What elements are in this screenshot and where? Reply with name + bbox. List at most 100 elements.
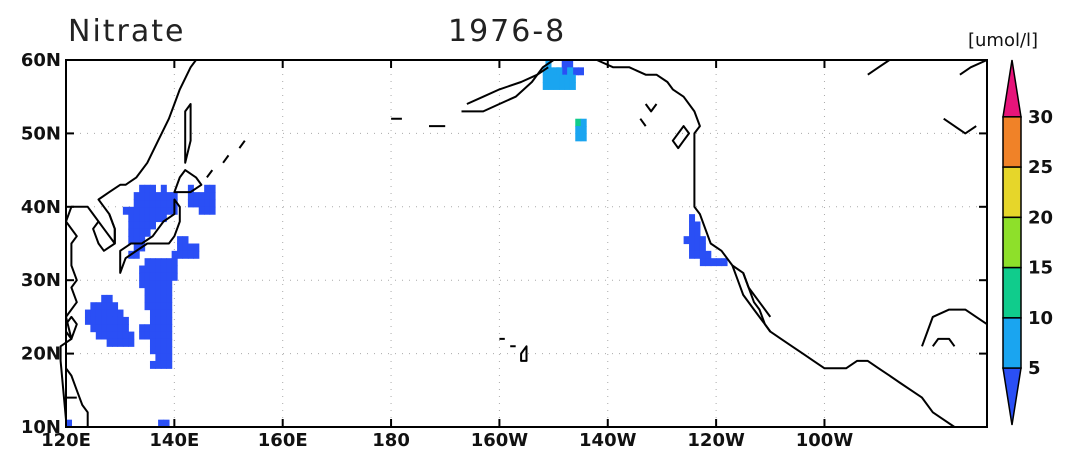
data-cell: [149, 331, 156, 340]
data-cell: [144, 258, 151, 267]
data-cell: [699, 258, 706, 267]
data-cell: [144, 280, 151, 289]
data-cell: [166, 265, 173, 274]
data-cell: [144, 206, 151, 215]
data-cell: [155, 353, 162, 362]
data-cell: [689, 243, 696, 252]
data-cell: [128, 236, 135, 245]
coastline-aleutians: [391, 59, 555, 128]
data-cell: [149, 214, 156, 223]
colorbar-tick-label: 5: [1028, 358, 1041, 379]
data-cell: [160, 184, 167, 193]
data-cell: [716, 258, 723, 267]
data-cell: [95, 324, 102, 333]
lon-tick-label: 180: [372, 430, 410, 451]
data-cell: [204, 192, 211, 201]
lon-tick-label: 140E: [149, 430, 199, 451]
data-cell: [133, 243, 140, 252]
data-cell: [694, 250, 701, 259]
data-cell: [160, 324, 167, 333]
data-cell: [160, 346, 167, 355]
colorbar-tick-label: 25: [1028, 157, 1053, 178]
data-cell: [160, 353, 167, 362]
coastline-hokkaido: [173, 169, 203, 194]
data-cell: [699, 236, 706, 245]
data-cell: [106, 316, 113, 325]
coastline-alaska-peninsula: [466, 66, 549, 105]
data-cell: [90, 309, 97, 318]
data-cell: [209, 184, 216, 193]
data-cell: [133, 199, 140, 208]
data-cell: [166, 272, 173, 281]
data-cell: [166, 331, 173, 340]
data-cell: [160, 265, 167, 274]
data-cell: [149, 221, 156, 230]
map-title-date: 1976-8: [448, 14, 567, 49]
data-cell: [106, 309, 113, 318]
data-cell: [160, 331, 167, 340]
data-cell: [160, 199, 167, 208]
data-cell: [144, 324, 151, 333]
data-cell: [149, 338, 156, 347]
data-cell: [171, 265, 178, 274]
data-cell: [117, 324, 124, 333]
data-cell: [559, 74, 566, 83]
data-cell: [699, 243, 706, 252]
data-cell: [166, 346, 173, 355]
data-cell: [155, 309, 162, 318]
data-cell: [542, 82, 549, 90]
data-cell: [166, 206, 173, 215]
data-cell: [155, 338, 162, 347]
data-cell: [139, 192, 146, 201]
data-cell: [144, 184, 151, 193]
data-cell: [575, 126, 582, 134]
data-cell: [149, 184, 156, 193]
data-cell: [106, 331, 113, 340]
coastline-philippines: [65, 367, 89, 427]
data-cell: [567, 67, 574, 76]
data-cell: [95, 302, 102, 311]
data-cell: [705, 258, 712, 267]
data-cell: [155, 287, 162, 296]
data-cell: [149, 309, 156, 318]
data-cell: [160, 309, 167, 318]
data-cell: [101, 324, 108, 333]
data-cell: [149, 199, 156, 208]
data-cell: [160, 206, 167, 215]
data-cell: [705, 250, 712, 259]
data-cell: [149, 272, 156, 281]
data-cell: [158, 419, 165, 428]
data-cell: [689, 236, 696, 245]
coastline-north-america: [596, 59, 956, 428]
data-cell: [144, 192, 151, 201]
data-cell: [149, 265, 156, 274]
data-cell: [542, 67, 549, 76]
data-cell: [66, 419, 73, 428]
data-cell: [117, 331, 124, 340]
data-cell: [569, 82, 576, 90]
data-cell: [128, 228, 135, 237]
data-cell: [166, 287, 173, 296]
lon-tick-label: 120W: [687, 430, 745, 451]
data-cell: [160, 214, 167, 223]
data-cell: [577, 67, 584, 76]
lat-tick-label: 20N: [21, 344, 61, 365]
map-frame: [65, 59, 988, 428]
data-cell: [209, 206, 216, 215]
data-cell: [710, 258, 717, 267]
data-cell: [204, 199, 211, 208]
data-cell: [90, 324, 97, 333]
data-cell: [155, 346, 162, 355]
data-cell: [166, 353, 173, 362]
data-cell: [204, 206, 211, 215]
data-cell: [112, 331, 119, 340]
data-cell: [133, 221, 140, 230]
data-cell: [144, 302, 151, 311]
data-cell: [556, 67, 563, 76]
data-cell: [84, 309, 91, 318]
data-cell: [548, 67, 555, 76]
coastline-hawaii: [499, 337, 528, 362]
